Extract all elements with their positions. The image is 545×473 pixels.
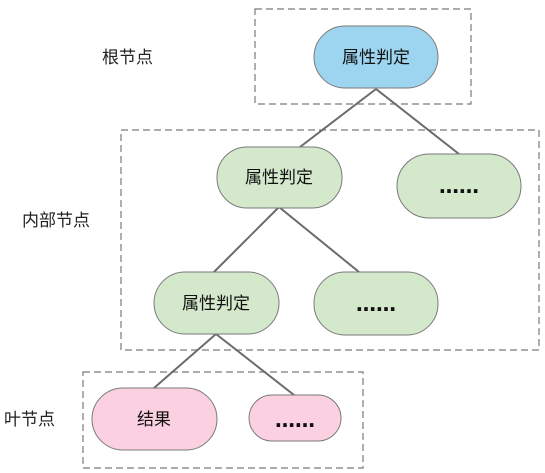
leaf-node-more-label: …… (275, 408, 315, 432)
edge-internal-to-lower-right (278, 206, 360, 273)
leaf-node-more (248, 394, 342, 442)
lower-node-left-label: 属性判定 (182, 294, 250, 314)
lower-node-right-label: …… (356, 292, 396, 316)
leaf-node-result (91, 387, 218, 451)
lower-node-left (153, 271, 280, 335)
lower-node-right (313, 271, 439, 336)
tree-edges (153, 88, 460, 396)
leaf-group-box (82, 371, 364, 469)
leaf-level-label: 叶节点 (4, 410, 55, 430)
root-level-label: 根节点 (102, 48, 153, 68)
internal-group-box (120, 129, 540, 351)
internal-node-left (216, 146, 343, 209)
leaf-node-result-label: 结果 (137, 410, 171, 430)
edge-lower-to-leaf-more (215, 333, 295, 396)
internal-node-right-label: …… (439, 174, 479, 198)
root-node (313, 25, 439, 89)
internal-node-right (396, 153, 522, 219)
root-node-label: 属性判定 (342, 48, 410, 68)
internal-node-left-label: 属性判定 (245, 168, 313, 188)
edge-internal-to-lower-left (213, 206, 280, 273)
internal-level-label: 内部节点 (22, 211, 90, 231)
edge-lower-to-leaf-result (153, 333, 217, 389)
edge-root-to-internal-left (299, 88, 377, 148)
edge-root-to-internal-right (375, 88, 460, 155)
root-group-box (254, 8, 472, 105)
